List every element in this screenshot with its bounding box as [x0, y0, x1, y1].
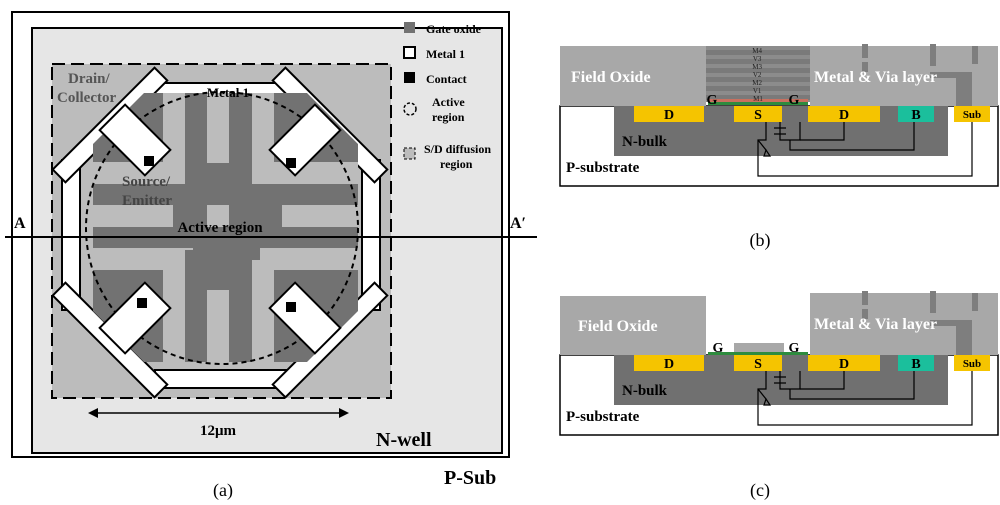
- b-field-oxide-label: Field Oxide: [571, 69, 651, 86]
- active-region-label: Active region: [177, 220, 263, 236]
- b-drain-right: [808, 106, 880, 122]
- c-parasitic-circuit: [757, 371, 973, 426]
- c-sub-label: Sub: [963, 358, 981, 370]
- legend-gate-oxide-label: Gate oxide: [426, 22, 482, 36]
- source-label-line1: Source/: [122, 174, 171, 190]
- c-bulk-contact: [898, 355, 934, 371]
- c-source: [734, 355, 782, 371]
- c-sub-contact: [954, 355, 990, 371]
- c-drain-right: [808, 355, 880, 371]
- b-gate-right-label: G: [789, 93, 800, 108]
- dimension-label: 12μm: [200, 423, 237, 439]
- active-centre: [207, 205, 229, 227]
- c-field-oxide: [560, 296, 706, 355]
- legend-contact-label: Contact: [426, 72, 467, 86]
- b-field-oxide: [560, 46, 706, 106]
- b-parasitic-circuit: [757, 122, 973, 177]
- b-layer-v1: V1: [753, 87, 762, 95]
- legend-metal1-label: Metal 1: [426, 47, 465, 61]
- c-drain-left-label: D: [664, 357, 674, 372]
- c-psubstrate-label: P-substrate: [566, 409, 640, 425]
- drain-label-line1: Drain/: [68, 71, 111, 87]
- panel-b-cross-section: M4 V3 M3 V2 M2 V1 M1 D S D B Sub G G Fie…: [559, 44, 999, 251]
- c-source-label: S: [754, 357, 762, 372]
- b-metal-via-label: Metal & Via layer: [814, 69, 937, 86]
- c-drain-right-label: D: [839, 357, 849, 372]
- b-nbulk-label: N-bulk: [622, 134, 668, 150]
- b-via-columns: [862, 44, 978, 106]
- b-sub-label: Sub: [963, 109, 981, 121]
- b-poly-red: [708, 99, 808, 102]
- b-layer-v2: V2: [753, 71, 762, 79]
- b-layer-m4: M4: [752, 47, 762, 55]
- contact-squares: [137, 156, 296, 312]
- b-metal-stack-stripes: [706, 50, 810, 100]
- legend-metal1-swatch: [403, 46, 416, 59]
- b-layer-labels: M4 V3 M3 V2 M2 V1 M1: [752, 47, 763, 103]
- legend-sd-swatch: [403, 147, 416, 160]
- section-label-left: A: [14, 215, 26, 232]
- c-bulk-label: B: [911, 357, 920, 372]
- legend-sd-label-1: S/D diffusion: [424, 142, 491, 156]
- legend-gate-oxide-swatch: [404, 22, 415, 33]
- legend-contact-swatch: [404, 72, 415, 83]
- c-gate-left-label: G: [713, 341, 724, 356]
- b-gate-stack: [706, 46, 810, 102]
- b-drain-left-label: D: [664, 108, 674, 123]
- c-gate-oxide-green: [708, 352, 808, 355]
- legend-active-label-2: region: [432, 110, 465, 124]
- legend-sd-label-2: region: [440, 157, 473, 171]
- b-bulk-contact: [898, 106, 934, 122]
- b-bulk-label: B: [911, 108, 920, 123]
- legend-active-label-1: Active: [432, 95, 465, 109]
- legend-active-swatch: [403, 102, 417, 116]
- gate-fingers: [93, 93, 358, 362]
- drain-label-line2: Collector: [57, 90, 116, 106]
- caption-a: (a): [213, 480, 233, 501]
- b-psubstrate-label: P-substrate: [566, 160, 640, 176]
- metal1-corner-pads: [98, 103, 342, 355]
- legend: Gate oxide Metal 1 Contact Active region…: [403, 22, 491, 171]
- c-gate-right-label: G: [789, 341, 800, 356]
- b-layer-v3: V3: [753, 55, 762, 63]
- c-via-columns: [862, 291, 978, 355]
- c-nbulk-label: N-bulk: [622, 383, 668, 399]
- b-sub-contact: [954, 106, 990, 122]
- b-layer-m1: M1: [753, 95, 763, 103]
- dimension-arrowhead-left: [88, 408, 98, 418]
- nwell-label: N-well: [376, 429, 432, 451]
- b-layer-m3: M3: [752, 63, 762, 71]
- psub-label: P-Sub: [444, 467, 496, 489]
- dimension-arrowhead-right: [339, 408, 349, 418]
- b-gate-left-label: G: [707, 93, 718, 108]
- panel-a-layout: Metal 1 Drain/ Collector Source/ Emitter…: [5, 11, 537, 501]
- b-drain-left: [634, 106, 704, 122]
- active-region-circle: [85, 91, 359, 365]
- b-layer-m2: M2: [752, 79, 762, 87]
- b-source: [734, 106, 782, 122]
- c-metal-via-label: Metal & Via layer: [814, 316, 937, 333]
- section-label-right: A′: [510, 215, 526, 232]
- metal1-top-label: Metal 1: [207, 85, 249, 100]
- b-drain-right-label: D: [839, 108, 849, 123]
- caption-c: (c): [750, 480, 770, 501]
- b-source-label: S: [754, 108, 762, 123]
- caption-b: (b): [750, 230, 771, 251]
- source-label-line2: Emitter: [122, 193, 172, 209]
- panel-c-cross-section: D S D B Sub G G Field Oxide Metal & Via …: [559, 291, 999, 501]
- b-gate-oxide-green: [708, 102, 808, 105]
- c-field-oxide-label: Field Oxide: [578, 318, 658, 335]
- c-drain-left: [634, 355, 704, 371]
